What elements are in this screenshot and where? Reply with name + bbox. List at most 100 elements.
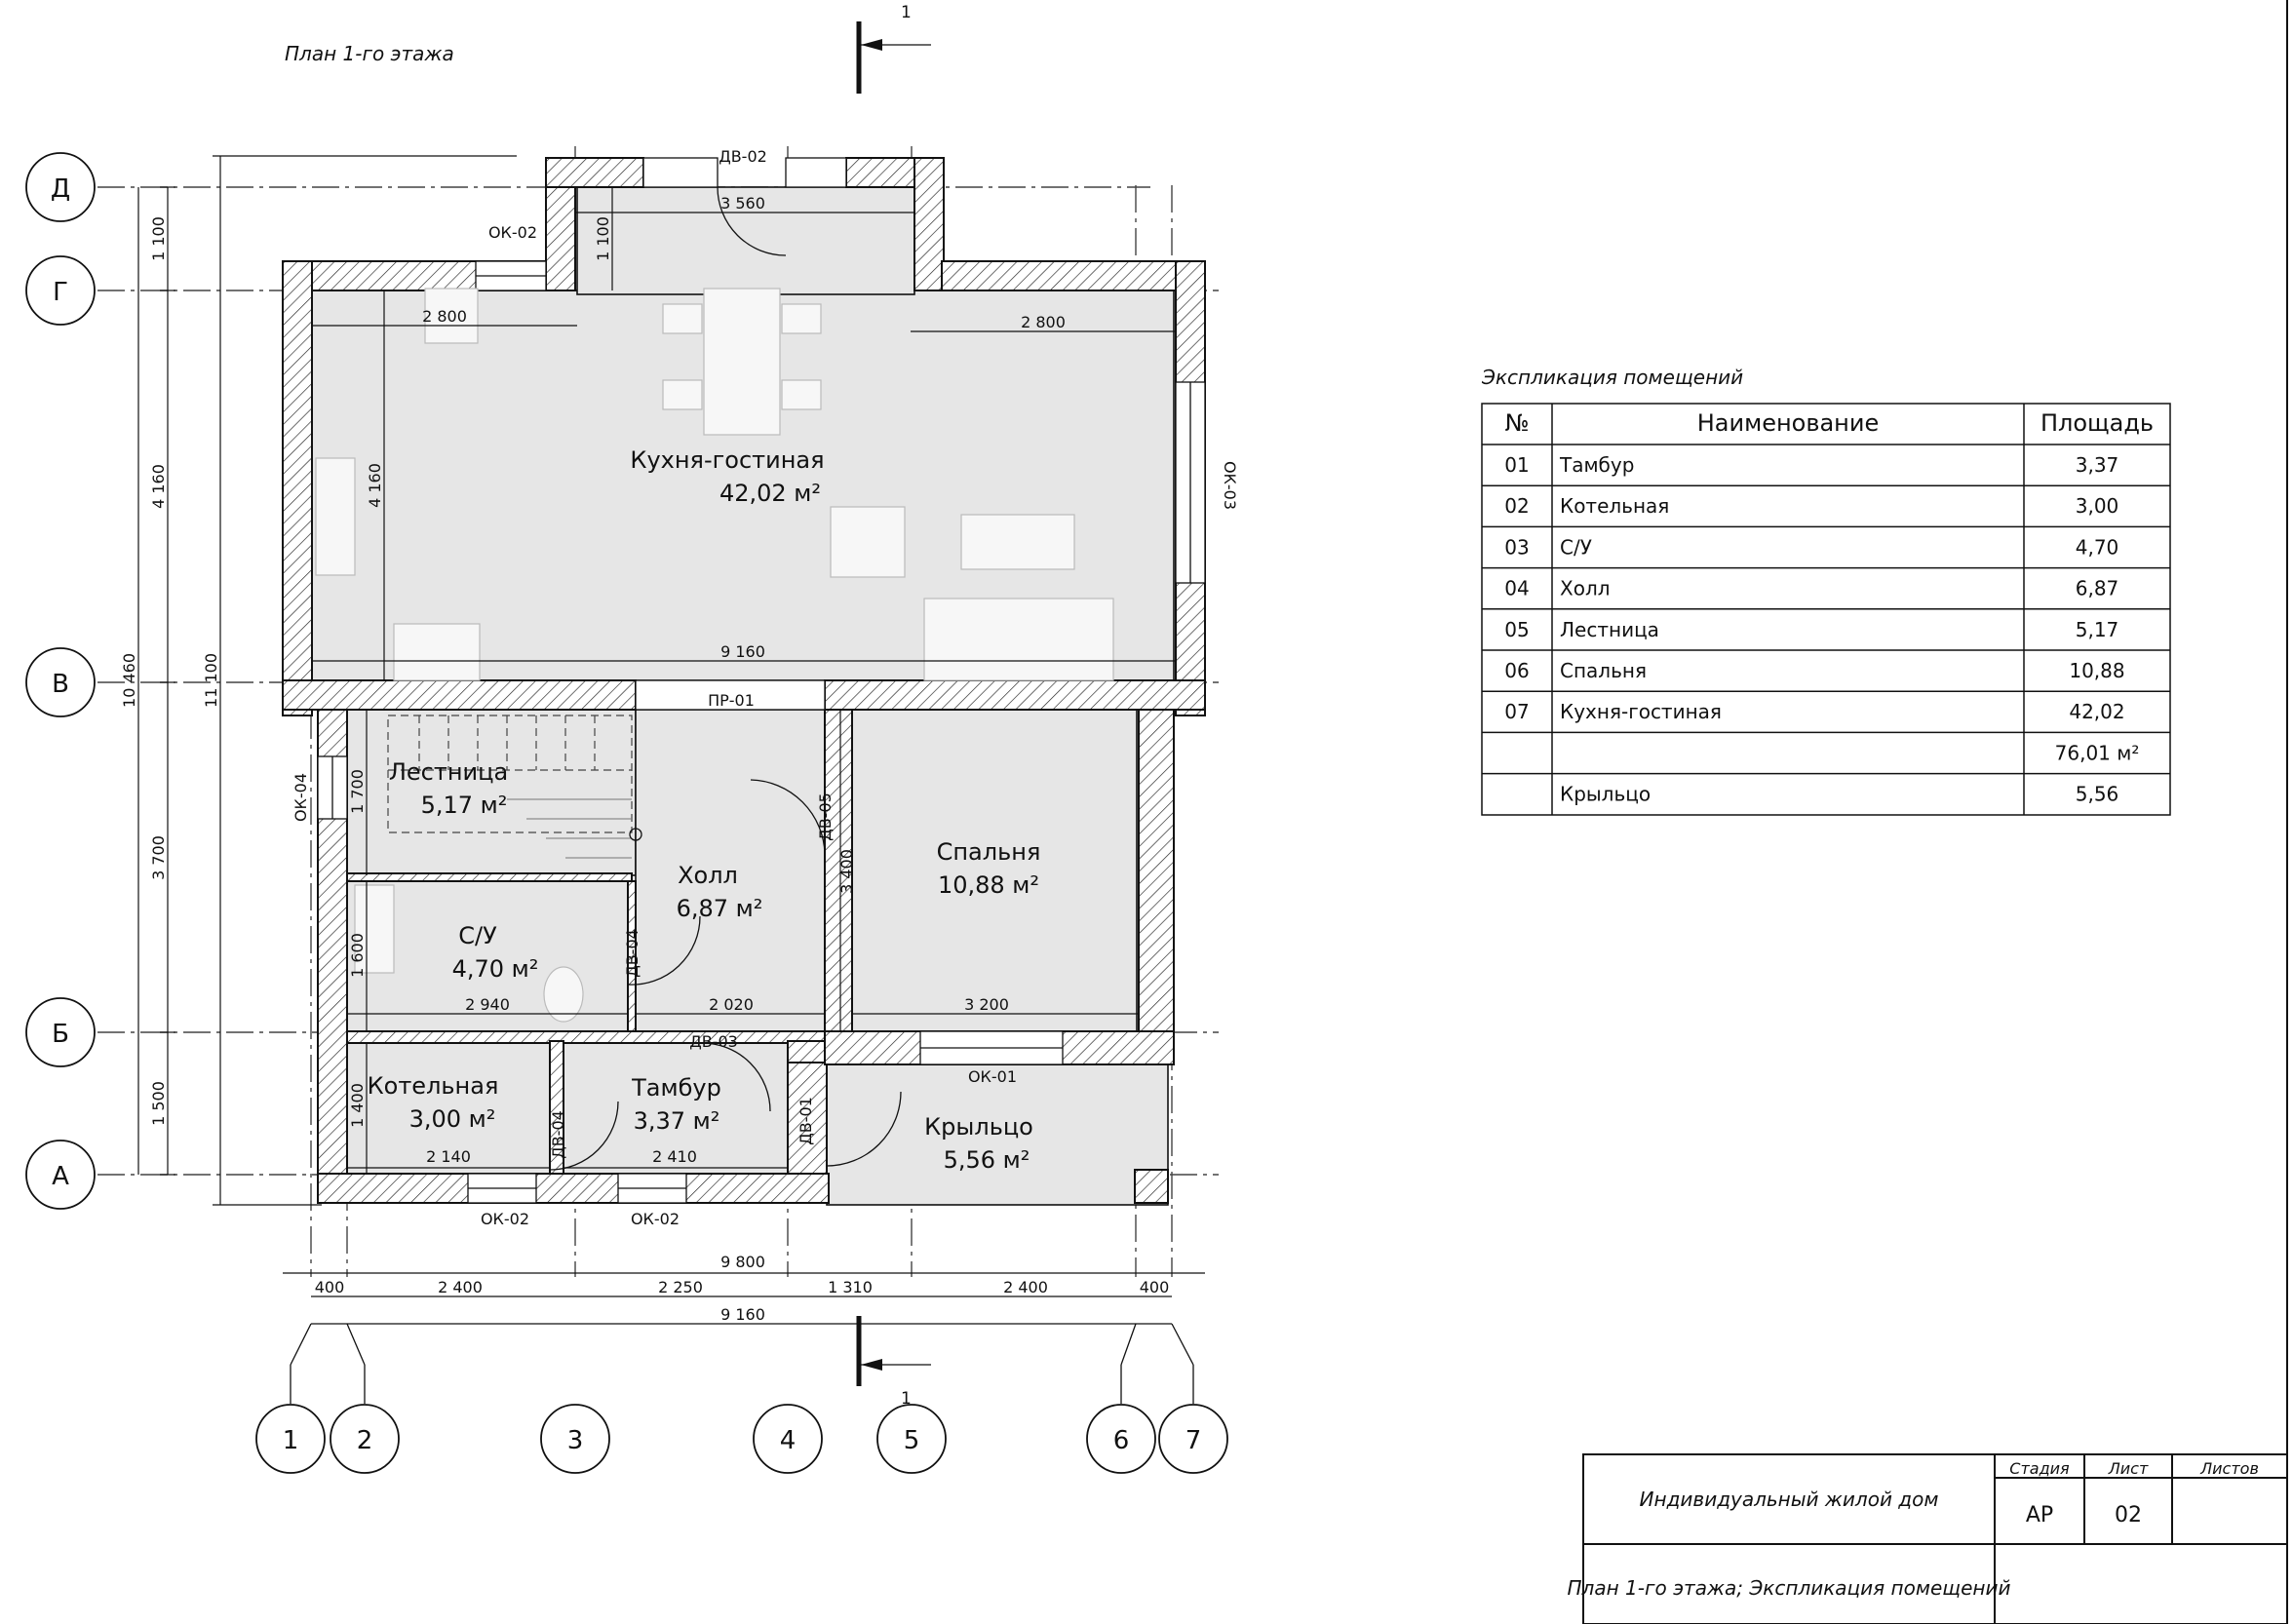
explication-cell-r1-c2: 3,00 — [2076, 494, 2119, 518]
svg-text:3 560: 3 560 — [720, 194, 765, 213]
svg-text:3 400: 3 400 — [837, 849, 856, 894]
svg-text:2 400: 2 400 — [438, 1278, 483, 1296]
axis-bubble-4 — [753, 1404, 823, 1474]
svg-text:400: 400 — [315, 1278, 345, 1296]
room-name-kitchen: Кухня-гостиная — [630, 446, 824, 474]
svg-text:4 160: 4 160 — [149, 464, 168, 509]
room-area-boiler: 3,00 м² — [409, 1105, 496, 1133]
sheets-label: Листов — [2199, 1459, 2259, 1478]
svg-text:4: 4 — [780, 1426, 797, 1455]
svg-text:Д: Д — [51, 174, 70, 204]
svg-text:11 100: 11 100 — [202, 653, 220, 708]
room-name-hall: Холл — [678, 862, 738, 889]
axis-bubble-1 — [255, 1404, 326, 1474]
svg-text:ОК-04: ОК-04 — [291, 773, 310, 822]
svg-text:400: 400 — [1140, 1278, 1170, 1296]
svg-text:ОК-03: ОК-03 — [1221, 461, 1239, 510]
explication-cell-r2-c2: 4,70 — [2076, 535, 2119, 559]
svg-text:6: 6 — [1113, 1426, 1130, 1455]
explication-cell-r0-c0: 01 — [1504, 453, 1529, 477]
opening-marks: ДВ-02 ОК-02 ПР-01 ОК-01 ОК-02 ОК-02 ДВ-0… — [291, 147, 1239, 1228]
axis-bubble-B — [25, 997, 96, 1067]
room-area-vestibule: 3,37 м² — [634, 1107, 720, 1135]
explication-cell-r1-c0: 02 — [1504, 494, 1529, 518]
explication-cell-r3-c1: Холл — [1560, 577, 1611, 600]
svg-text:2 140: 2 140 — [426, 1147, 471, 1166]
sheet-name: План 1-го этажа; Экспликация помещений — [1568, 1576, 2011, 1600]
axis-bubble-A — [25, 1140, 96, 1210]
svg-text:1 100: 1 100 — [149, 216, 168, 261]
explication-cell-r6-c1: Кухня-гостиная — [1560, 700, 1722, 723]
axis-bubble-5 — [876, 1404, 947, 1474]
svg-text:ОК-02: ОК-02 — [631, 1210, 680, 1228]
room-name-bath: С/У — [458, 922, 497, 949]
door-swings — [549, 186, 902, 1171]
axis-bubble-2 — [330, 1404, 400, 1474]
explication-cell-r0-c1: Тамбур — [1559, 453, 1634, 477]
svg-text:ОК-02: ОК-02 — [488, 223, 537, 242]
svg-text:5: 5 — [904, 1426, 920, 1455]
sheet-title: План 1-го этажа — [285, 42, 454, 65]
explication-cell-r2-c1: С/У — [1560, 535, 1592, 559]
svg-text:2 400: 2 400 — [1003, 1278, 1048, 1296]
explication-cell-r5-c0: 06 — [1504, 659, 1529, 682]
explication-cell-r6-c2: 42,02 — [2069, 700, 2124, 723]
explication-cell-r0-c2: 3,37 — [2076, 453, 2119, 477]
left-dims: 1 100 4 160 3 700 1 500 10 460 11 100 — [120, 155, 517, 1206]
explication-cell-r1-c1: Котельная — [1560, 494, 1669, 518]
svg-text:3 700: 3 700 — [149, 835, 168, 880]
dining-table — [703, 288, 781, 436]
room-fills — [311, 186, 1175, 1206]
explication-cell-r3-c2: 6,87 — [2076, 577, 2119, 600]
project-name: Индивидуальный жилой дом — [1640, 1488, 1939, 1511]
stage-value: АР — [2026, 1503, 2053, 1527]
svg-text:ДВ-03: ДВ-03 — [689, 1032, 738, 1051]
svg-text:1 100: 1 100 — [594, 216, 612, 261]
svg-text:ОК-01: ОК-01 — [968, 1067, 1017, 1086]
svg-text:1 600: 1 600 — [348, 933, 367, 978]
axis-bubble-V — [25, 647, 96, 717]
explication-cell-r7-c2: 76,01 м² — [2055, 741, 2140, 764]
room-area-bedroom: 10,88 м² — [938, 871, 1039, 899]
col-axis-bubbles: 1 2 3 4 5 6 7 — [255, 1323, 1228, 1474]
stair-post — [629, 828, 642, 841]
staircase — [387, 715, 633, 833]
svg-text:1: 1 — [283, 1426, 299, 1455]
explication-cell-r2-c0: 03 — [1504, 535, 1529, 559]
internal-dims: 3 560 2 800 2 800 9 160 4 160 1 100 1 70… — [312, 187, 1176, 1174]
room-area-kitchen: 42,02 м² — [719, 480, 821, 507]
svg-text:ДВ-04: ДВ-04 — [623, 929, 641, 978]
room-name-bedroom: Спальня — [937, 838, 1041, 866]
svg-text:2 020: 2 020 — [709, 995, 754, 1014]
explication-cell-r6-c0: 07 — [1504, 700, 1529, 723]
openings — [317, 157, 1206, 1204]
svg-text:ДВ-01: ДВ-01 — [797, 1097, 815, 1145]
svg-text:2: 2 — [357, 1426, 373, 1455]
explication-cell-r5-c2: 10,88 — [2069, 659, 2124, 682]
svg-text:1 500: 1 500 — [149, 1081, 168, 1126]
explication-header-1: Наименование — [1697, 409, 1880, 437]
svg-text:1: 1 — [901, 1389, 912, 1409]
explication-header-0: № — [1505, 409, 1530, 437]
room-area-stairs: 5,17 м² — [421, 792, 508, 819]
svg-text:2 250: 2 250 — [658, 1278, 703, 1296]
furniture — [315, 288, 1114, 1023]
axis-bubble-7 — [1158, 1404, 1228, 1474]
axis-bubble-3 — [540, 1404, 610, 1474]
svg-text:2 410: 2 410 — [652, 1147, 697, 1166]
svg-text:1 400: 1 400 — [348, 1083, 367, 1128]
room-labels: Кухня-гостиная 42,02 м² Лестница 5,17 м²… — [368, 446, 1041, 1174]
stage-label: Стадия — [2009, 1459, 2070, 1478]
svg-text:ОК-02: ОК-02 — [481, 1210, 529, 1228]
section-mark-top: 1 — [856, 3, 931, 94]
svg-text:1: 1 — [901, 3, 912, 22]
explication-cell-r4-c0: 05 — [1504, 618, 1529, 641]
svg-text:ДВ-05: ДВ-05 — [816, 793, 835, 841]
svg-text:Б: Б — [52, 1020, 69, 1049]
room-name-stairs: Лестница — [389, 758, 508, 786]
explication-cell-r4-c2: 5,17 — [2076, 618, 2119, 641]
svg-text:ДВ-02: ДВ-02 — [719, 147, 767, 166]
svg-text:3 200: 3 200 — [964, 995, 1009, 1014]
svg-text:2 940: 2 940 — [465, 995, 510, 1014]
